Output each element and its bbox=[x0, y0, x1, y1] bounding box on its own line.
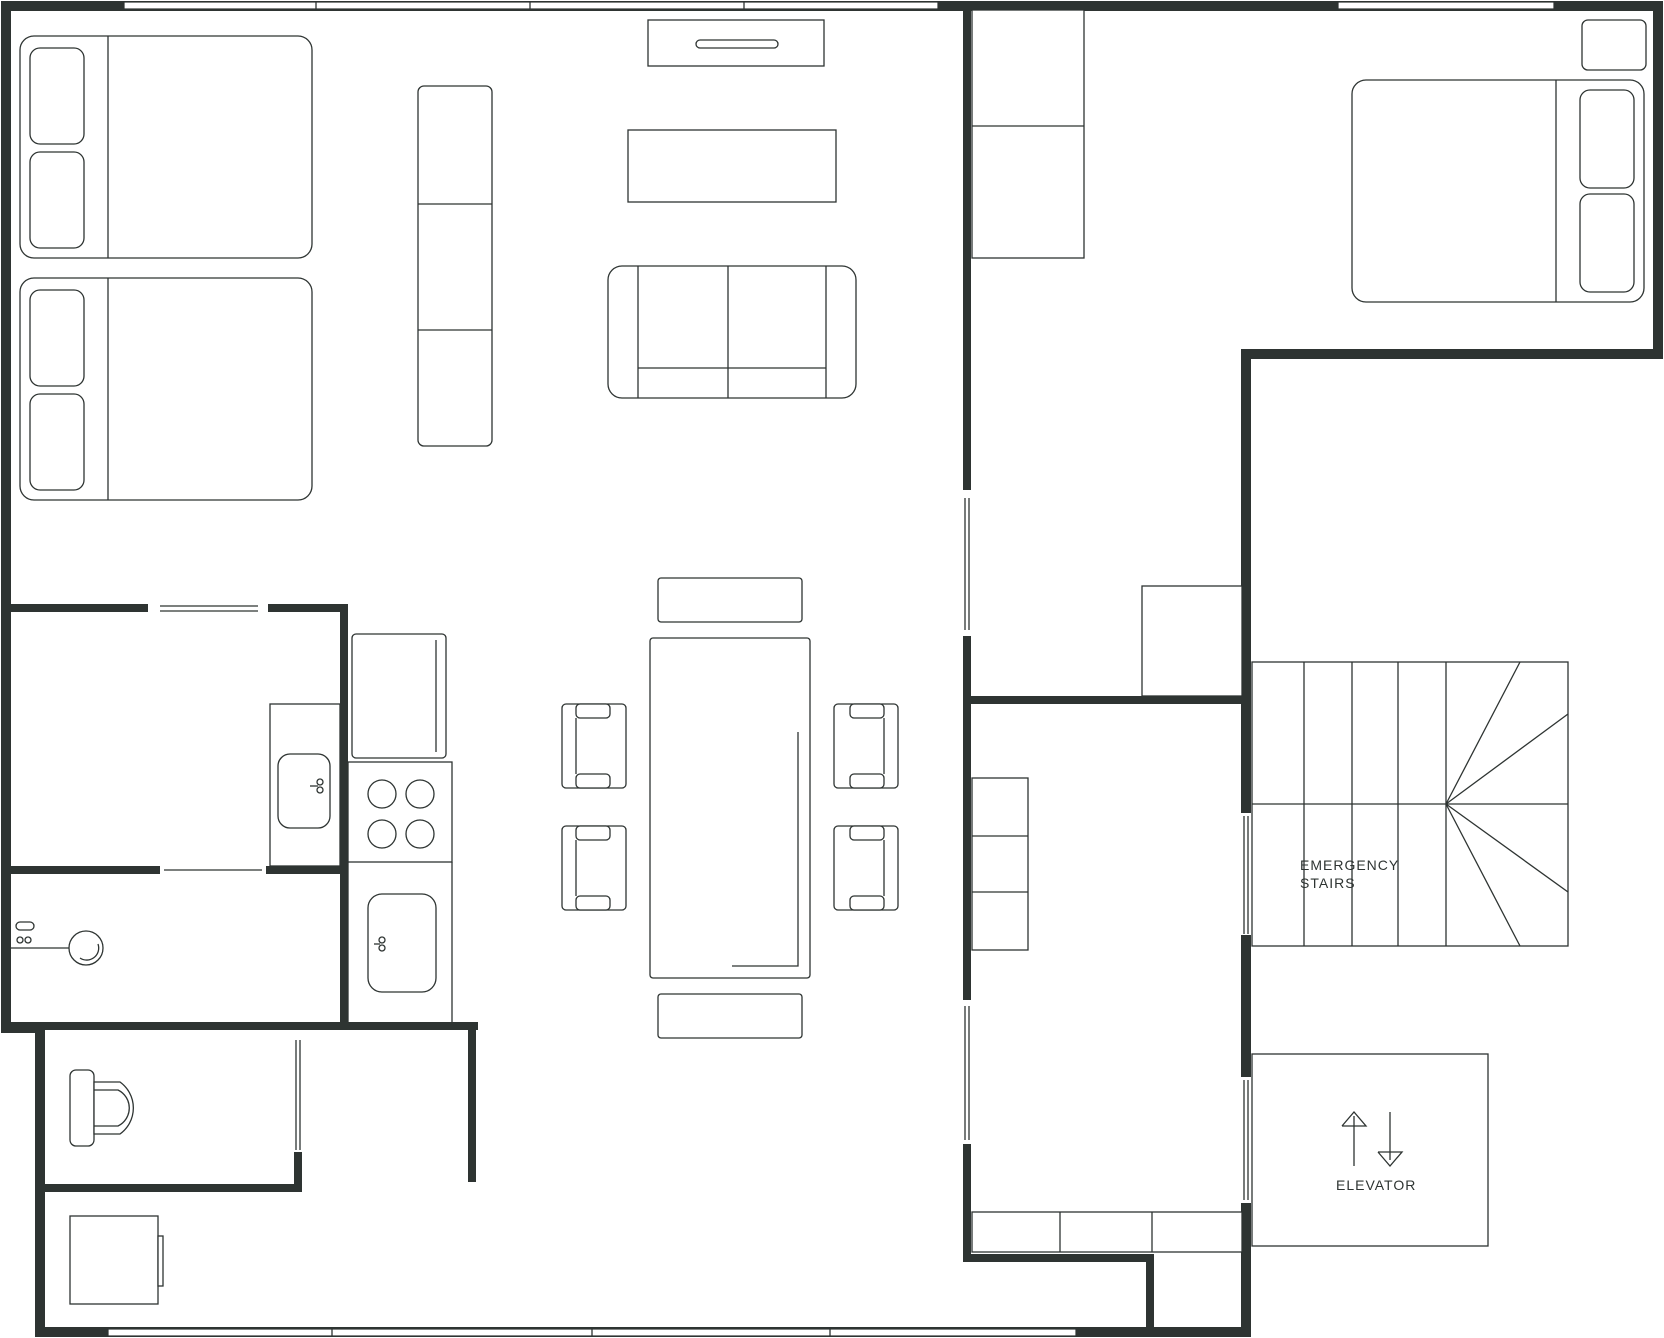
emergency-stairs-label-line2: STAIRS bbox=[1300, 875, 1356, 891]
dining-bench-bottom bbox=[657, 993, 803, 1039]
windows bbox=[107, 1, 1555, 1337]
bed-right bbox=[1351, 79, 1645, 303]
shower-fixtures bbox=[6, 921, 104, 966]
up-down-arrows-icon bbox=[1341, 1111, 1404, 1167]
hall-cabinets bbox=[971, 1211, 1243, 1253]
storage-cabinet bbox=[69, 1215, 164, 1305]
nightstand bbox=[1581, 19, 1647, 71]
hall-shelving bbox=[971, 777, 1029, 951]
bed-top-left bbox=[19, 35, 313, 259]
tv-console bbox=[647, 19, 825, 67]
elevator-label: ELEVATOR bbox=[1336, 1177, 1416, 1193]
kitchen-sink bbox=[367, 893, 437, 993]
sofa bbox=[607, 265, 857, 399]
emergency-stairs-label-line1: EMERGENCY bbox=[1300, 857, 1399, 873]
fridge bbox=[351, 633, 447, 759]
chair-right-top bbox=[833, 703, 899, 789]
dining-bench-top bbox=[657, 577, 803, 623]
bed-bottom-left bbox=[19, 277, 313, 501]
chair-left-bottom bbox=[561, 825, 627, 911]
dining-table bbox=[649, 637, 811, 979]
wardrobe bbox=[971, 9, 1085, 259]
bedroom-cabinet bbox=[1141, 585, 1243, 697]
chair-right-bottom bbox=[833, 825, 899, 911]
elevator bbox=[1251, 1053, 1489, 1247]
bench-seat bbox=[417, 85, 493, 447]
door-openings bbox=[160, 498, 1249, 1200]
chair-left-top bbox=[561, 703, 627, 789]
emergency-stairs bbox=[1251, 661, 1569, 947]
coffee-table bbox=[627, 129, 837, 203]
cooktop bbox=[347, 761, 453, 863]
interior-walls bbox=[2, 6, 1250, 1336]
utility-sink bbox=[277, 753, 331, 829]
toilet bbox=[69, 1069, 134, 1147]
